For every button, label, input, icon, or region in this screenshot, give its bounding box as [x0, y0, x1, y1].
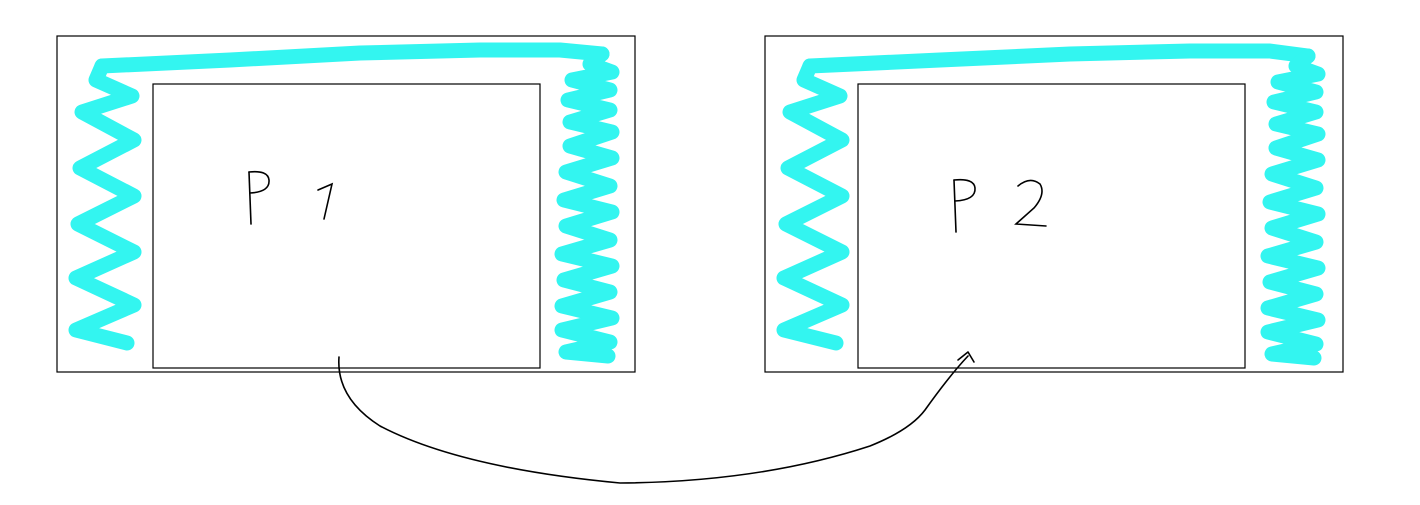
connector-curve: [338, 355, 969, 484]
panel-p2-scribble-left: [776, 58, 850, 351]
panel-p2-inner-frame: [857, 83, 1246, 369]
panel-p2: P 2: [764, 35, 1344, 373]
panel-p1-inner-frame: [152, 83, 541, 369]
panel-p2-scribble-top: [802, 43, 1316, 74]
panel-p1-scribble-border: [68, 42, 620, 364]
panel-p1-scribble-top: [94, 42, 610, 74]
panel-p1-scribble-left: [68, 58, 142, 351]
panel-p1-scribble-right: [554, 46, 620, 364]
panel-p1: P 1: [56, 35, 636, 373]
connector-arrowhead: [957, 351, 975, 363]
panel-p2-scribble-border: [776, 43, 1326, 366]
panel-p1-label-drawing: [248, 170, 334, 225]
panel-p2-label-drawing: [953, 178, 1047, 233]
connector-arrow: [338, 351, 975, 484]
panel-p2-scribble-right: [1260, 48, 1326, 366]
